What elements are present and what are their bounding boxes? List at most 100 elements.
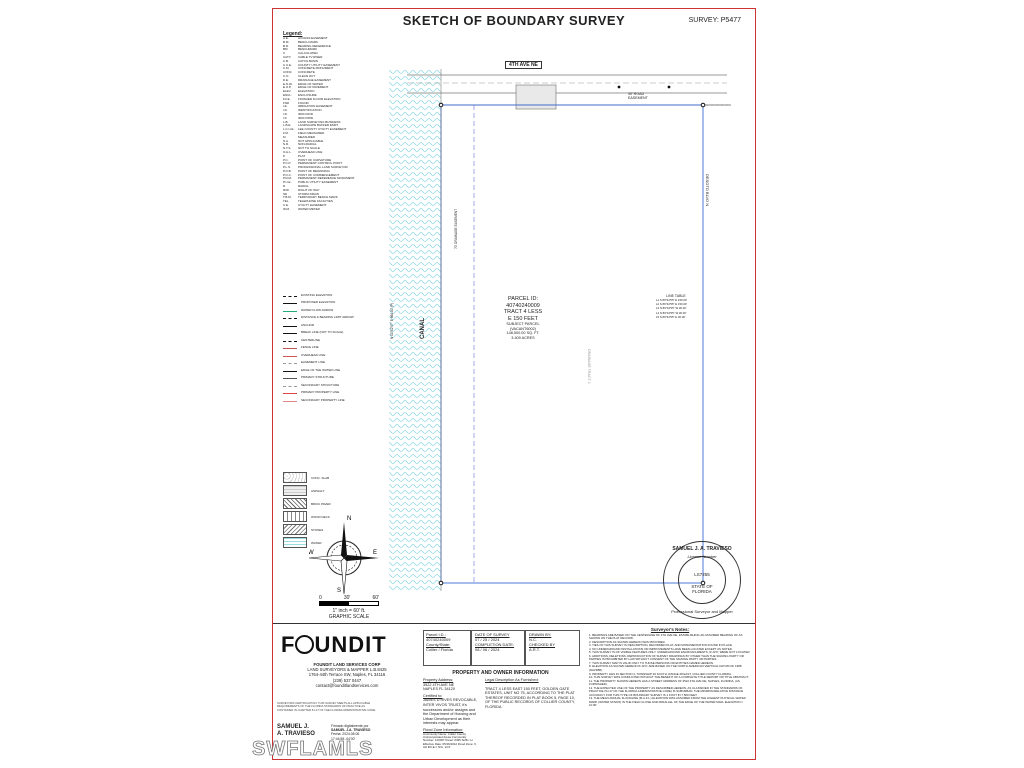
legend-meaning: EDGE OF PAVEMENT xyxy=(298,86,329,90)
parcel-block xyxy=(423,630,471,666)
legend-row: I.P.IRON PIPE xyxy=(283,117,371,121)
legend-meaning: PROFESSIONAL LAND SURVEYOR xyxy=(298,166,348,170)
parcel-boundary xyxy=(440,104,704,584)
surveyor-note: 1. BEARINGS ARE BASED ON THE CENTERLINE … xyxy=(589,632,743,641)
legend-meaning: TEMPORARY BENCH MARK xyxy=(298,196,338,200)
parcel-field: Parcel I.D.: 40740240009 County/State: C… xyxy=(426,632,453,652)
legend-title: Legend: xyxy=(283,31,303,37)
corner-nw xyxy=(438,102,444,108)
material-row: CONC. SLAB xyxy=(283,471,353,484)
legend-abbrev: C.M. xyxy=(283,67,290,71)
logo-text-left: F xyxy=(281,632,296,657)
legend-abbrev: N.T.S. xyxy=(283,147,292,151)
legend-abbrev: N.R. xyxy=(283,143,289,147)
symbol-label: FENCE LINE xyxy=(301,345,319,350)
corner-ne xyxy=(700,102,706,108)
legend-abbrev: F.F.E. xyxy=(283,97,291,101)
parcel-subject: SUBJECT PARCEL xyxy=(506,322,540,326)
legend-row: ELEV.ELEVATION xyxy=(283,90,371,94)
drawn-block xyxy=(525,630,580,666)
material-label: CONC. SLAB xyxy=(311,475,330,480)
symbol-row: SECONDARY STRUCTURE xyxy=(283,381,373,389)
legend-meaning: PERMANENT REFERENCE MONUMENT xyxy=(298,177,355,181)
symbol-row: EDGE OF THE WATER LINE xyxy=(283,366,373,374)
legend-abbrev: T.B.M. xyxy=(283,196,292,200)
line-table-row: L4 N 89°42'55" W 30.00' xyxy=(656,310,687,315)
property-address-2: NAPLES FL 34120 xyxy=(423,687,455,692)
material-row: WATER xyxy=(283,536,353,549)
legend-row: T.B.M. TEMPORARY BENCH MARK xyxy=(283,196,371,200)
surveyor-note: 8. ELEVATION AS SHOWN HEREON IF ANY, ARE… xyxy=(589,664,742,673)
legend-meaning: RADIAL xyxy=(298,185,309,189)
legend-row: C.M.CONCRETE MONUMENT xyxy=(283,67,371,71)
legend-abbrev: F.M. xyxy=(283,131,289,135)
legend-meaning: CABLE TV RISER xyxy=(298,55,323,59)
symbol-label: EASEMENT LINE xyxy=(301,360,325,365)
symbol-swatch xyxy=(283,345,297,350)
date-field: DATE OF SURVEY 07 / 25 / 2024 COMPLETION… xyxy=(475,632,514,652)
signer-line-1: SAMUEL J. xyxy=(277,724,309,730)
compass-w: W xyxy=(309,550,314,556)
symbol-row: PRIMARY STRUCTURE xyxy=(283,374,373,382)
street-name: 4TH AVE NE xyxy=(505,61,542,69)
company-line: FOUNDIT LAND SERVICES CORP xyxy=(313,662,381,667)
watermark: SWFLAMLS xyxy=(252,738,374,761)
legend-abbrev: P xyxy=(283,154,286,158)
legend-row: ENCL.ENCLOSURE xyxy=(283,94,371,98)
material-label: ASPHALT xyxy=(311,488,325,493)
legend-row: N.A.NOT APPLICABLE xyxy=(283,140,371,144)
legend-meaning: BENCH MARK xyxy=(298,40,319,44)
legend-abbrev: P.C. xyxy=(283,158,289,162)
legend-row: P.L.S. PROFESSIONAL LAND SURVEYOR xyxy=(283,166,371,170)
symbol-swatch xyxy=(283,383,297,387)
legend-row: P.U.E.PUBLIC UTILITY EASEMENT xyxy=(283,181,371,185)
survey-plan xyxy=(389,69,731,591)
legend-row: N.T.S.NOT TO SCALE xyxy=(283,147,371,151)
legend-meaning: PERMANENT CONTROL POINT xyxy=(298,162,343,166)
legend-row: F.M. FIELD MEASURED xyxy=(283,132,371,136)
legend-abbrev: I.D. xyxy=(283,109,288,113)
legal-description: Legal Description As Furnished: TRACT 4 … xyxy=(485,678,580,710)
parcel-key: Parcel I.D.: xyxy=(426,632,446,637)
property-address-1: 3522 4TH AVE NE xyxy=(423,682,455,687)
symbol-swatch xyxy=(283,308,297,312)
legend-abbrev: ELEV. xyxy=(283,90,292,94)
legend-abbrev: W.M. xyxy=(283,207,290,211)
drainage-easement-label: 70' DRAINAGE EASEMENT xyxy=(454,208,458,249)
symbol-swatch xyxy=(283,293,297,297)
symbol-swatch xyxy=(283,390,297,395)
legend-meaning: CATCH BASIN xyxy=(298,59,318,63)
symbol-label: EXISTING ELEVATION xyxy=(301,292,333,297)
legend-abbrev: TEL xyxy=(283,200,289,204)
symbol-swatch xyxy=(283,330,297,335)
material-row: ASPHALT xyxy=(283,484,353,497)
legend-abbrev: SD xyxy=(283,192,288,196)
symbol-swatch xyxy=(283,338,297,342)
legend-abbrev: I.R. xyxy=(283,112,288,116)
legend-meaning: FIELD MEASURED xyxy=(298,131,325,135)
material-label: WATER xyxy=(311,540,322,545)
legend-abbrev: P.U.E. xyxy=(283,181,292,185)
notes-title: Surveyor's Notes: xyxy=(650,627,690,632)
legend-meaning: FOUND xyxy=(298,101,309,105)
material-row: WOOD DECK xyxy=(283,510,353,523)
symbol-row: PROPOSED ELEVATION xyxy=(283,299,373,307)
legend-abbrev: U.E. xyxy=(283,204,289,208)
surveyor-note: 12. THE EXPECTED USE OF THE PROPERTY AS … xyxy=(589,685,744,697)
marker-east-1 xyxy=(617,85,621,89)
logo-target-icon xyxy=(295,635,315,654)
flood-key: Flood Zone Information: xyxy=(423,727,464,732)
legend-abbrev: BM xyxy=(283,48,288,52)
legend-row: O.H.L.OVERHEAD LINE xyxy=(283,151,371,155)
legend-abbrev: B.M. xyxy=(283,40,290,44)
legend-row: I.R.IRON ROD xyxy=(283,113,371,117)
legend-abbrev: P.L.S. xyxy=(283,166,291,170)
legend-abbrev: P.R.M. xyxy=(283,177,292,181)
